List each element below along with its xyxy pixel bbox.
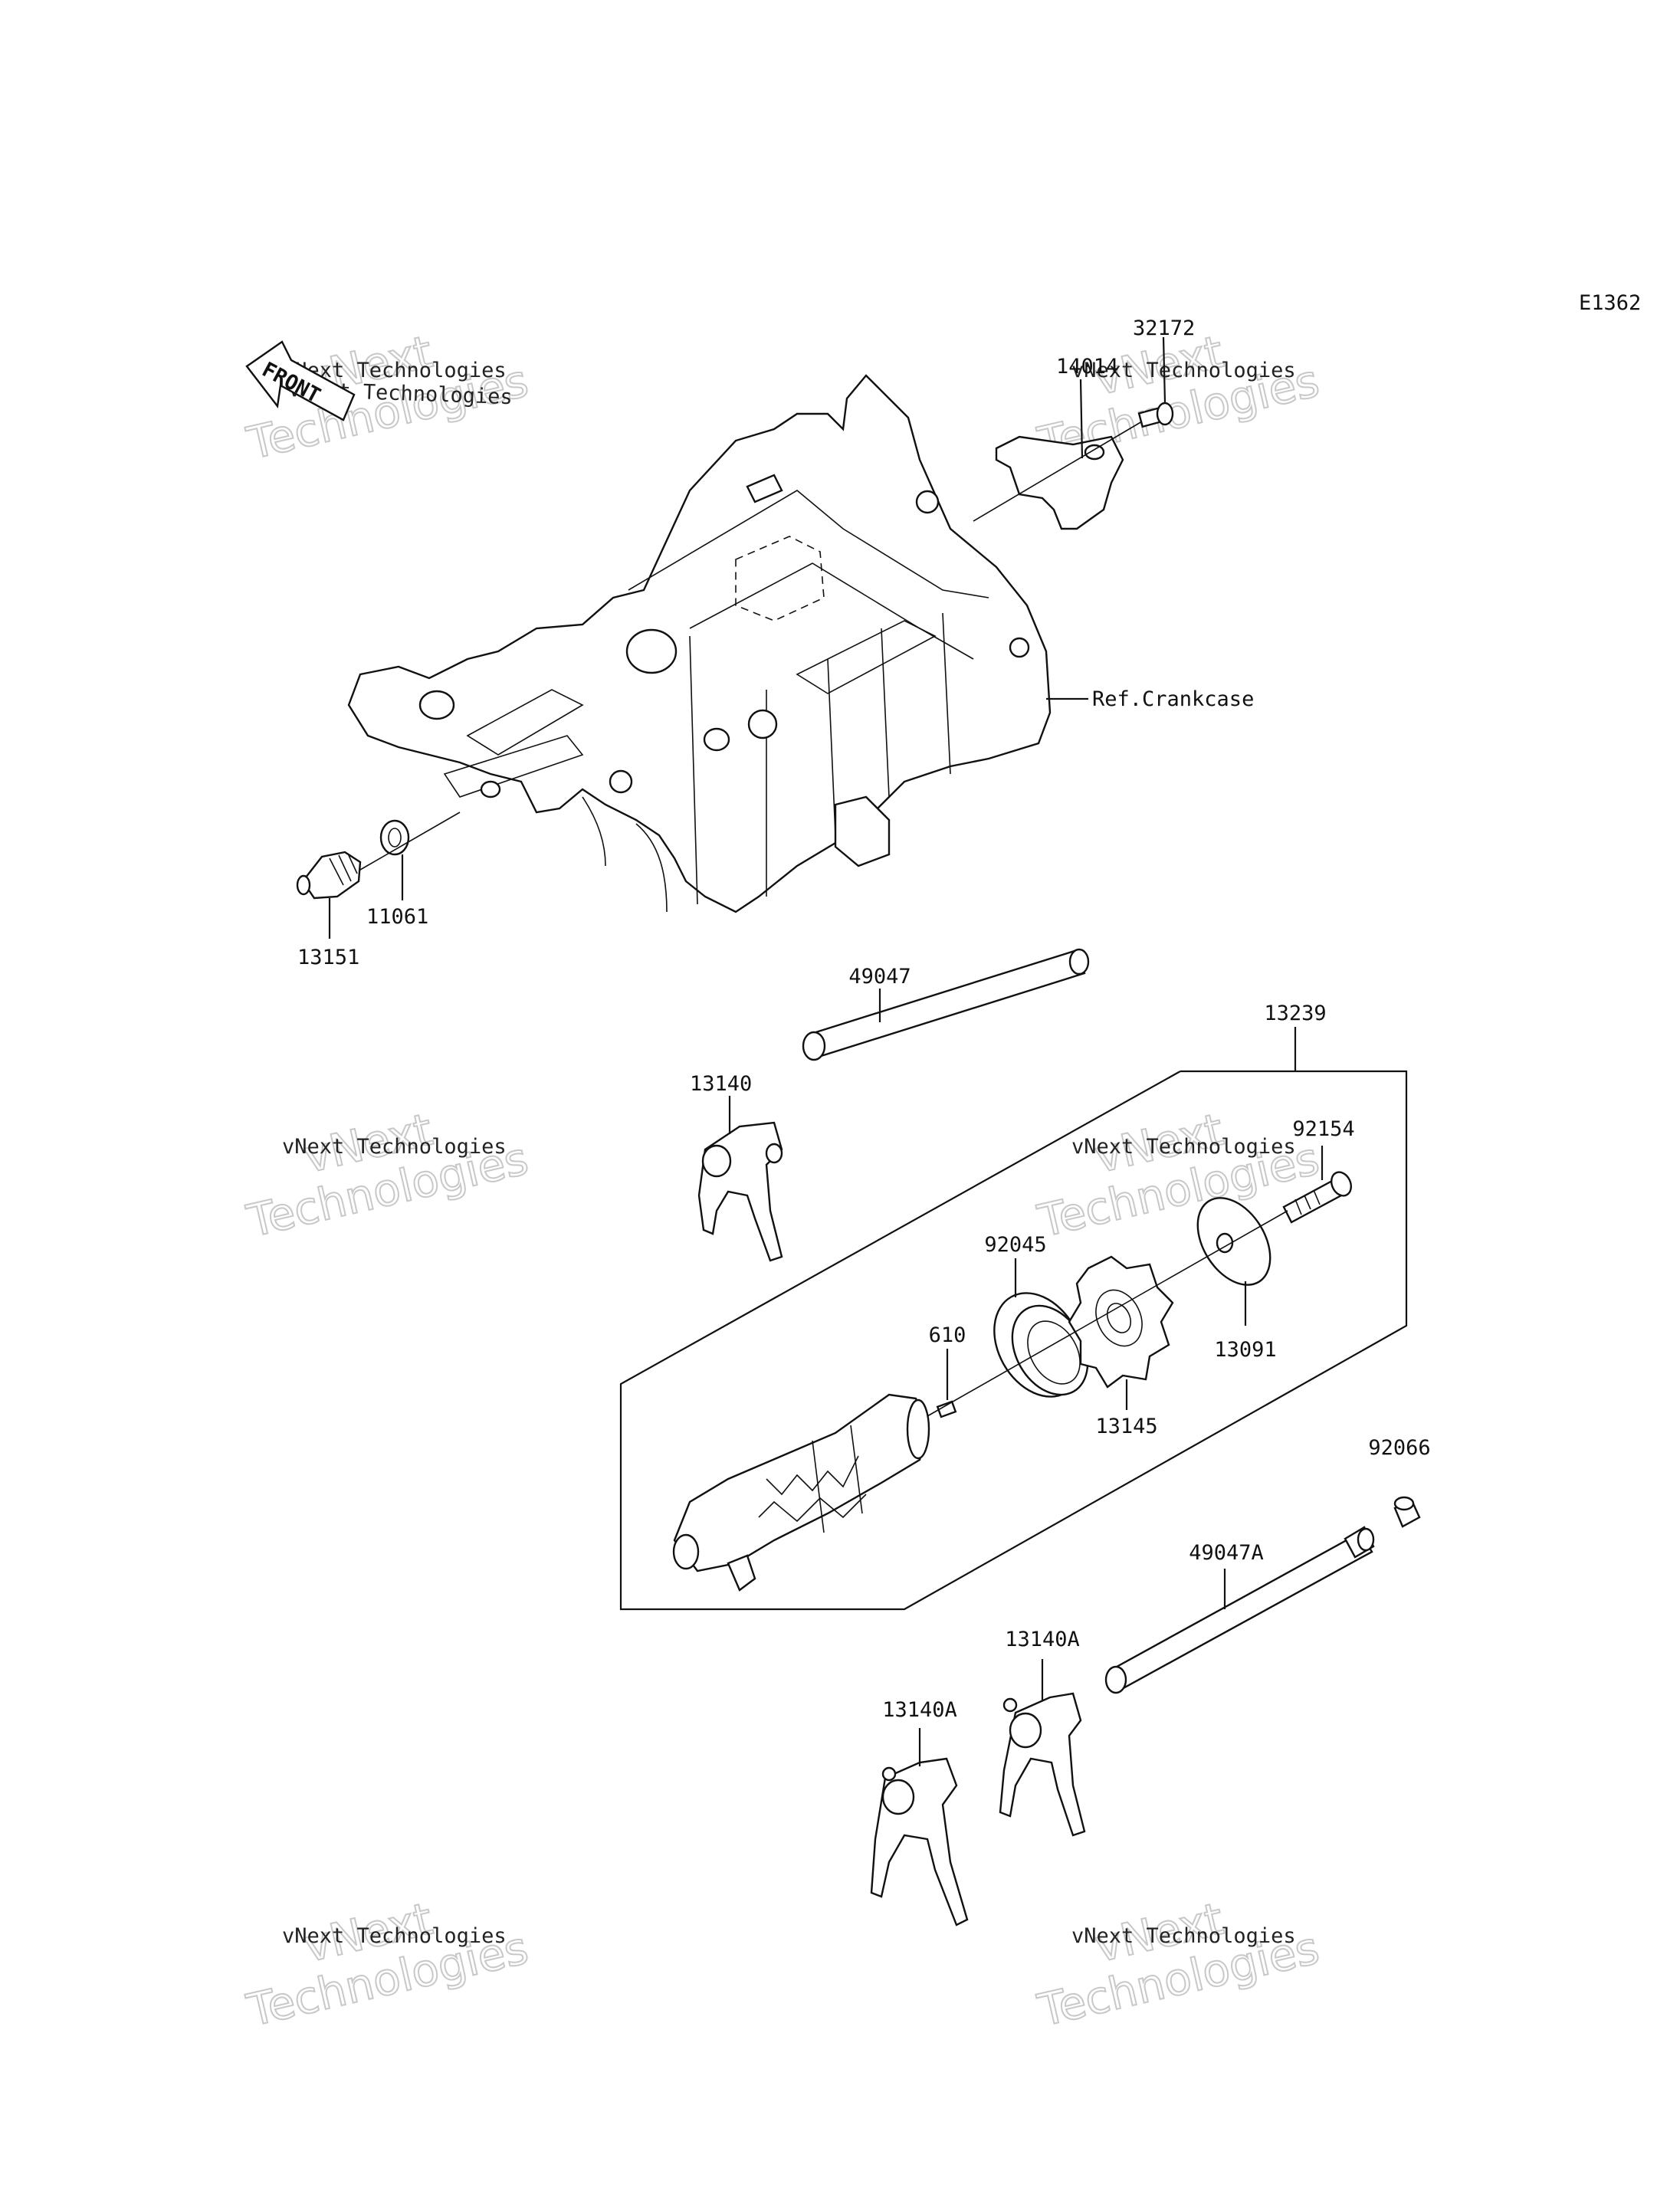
part-label-13151: 13151 xyxy=(297,946,359,969)
watermark-caption: vNext Technologies xyxy=(282,1924,507,1948)
part-shift-drum xyxy=(672,1393,930,1592)
part-92066-cap xyxy=(1393,1496,1421,1528)
watermark-mid-left: vNext Technologies xyxy=(241,1103,533,1248)
part-label-13145: 13145 xyxy=(1095,1415,1157,1438)
part-13140-shift-fork xyxy=(697,1121,783,1262)
assembly-line xyxy=(359,812,461,871)
part-13151-switch xyxy=(296,851,362,900)
diagram-code: E1362 xyxy=(1579,291,1641,315)
part-label-13140a-right: 13140A xyxy=(1005,1628,1080,1651)
part-label-13239: 13239 xyxy=(1264,1002,1326,1025)
part-label-13140a-left: 13140A xyxy=(882,1698,957,1722)
part-label-32172: 32172 xyxy=(1133,316,1195,340)
part-49047a-shaft xyxy=(1104,1526,1375,1694)
part-label-11061: 11061 xyxy=(366,905,428,929)
part-14014-plate xyxy=(995,435,1124,530)
watermark-caption: vNext Technologies xyxy=(282,1135,507,1159)
watermark-caption: vNext Technologies xyxy=(1071,359,1296,382)
part-label-49047: 49047 xyxy=(848,965,911,989)
part-13140a-shift-fork-left xyxy=(870,1757,969,1926)
part-92045-bearing xyxy=(993,1292,1089,1398)
part-label-13091: 13091 xyxy=(1214,1338,1276,1362)
part-label-49047a: 49047A xyxy=(1189,1541,1264,1565)
watermark-bottom-right: vNext Technologies xyxy=(1032,1892,1324,2038)
part-label-13140: 13140 xyxy=(690,1072,752,1096)
part-92154-bolt xyxy=(1282,1171,1353,1224)
crankcase-illustration xyxy=(347,374,1052,913)
reference-label: Ref.Crankcase xyxy=(1092,687,1254,711)
part-label-92154: 92154 xyxy=(1292,1117,1354,1141)
part-49047-shaft xyxy=(802,948,1090,1061)
part-label-92045: 92045 xyxy=(984,1233,1046,1257)
watermark-caption: vNext Technologies xyxy=(1071,1135,1296,1159)
leader-line xyxy=(1079,379,1084,459)
leader-line xyxy=(1162,336,1166,404)
part-label-14014: 14014 xyxy=(1056,355,1118,379)
drum-assembly-frame xyxy=(619,1070,1408,1611)
part-13140a-shift-fork-right xyxy=(999,1692,1086,1837)
watermark-mid-right: vNext Technologies xyxy=(1032,1103,1324,1248)
watermark-bottom-left: vNext Technologies xyxy=(241,1892,533,2038)
watermark-caption: vNext Technologies xyxy=(1071,1924,1296,1948)
part-610-pin xyxy=(936,1400,957,1418)
part-label-610: 610 xyxy=(929,1323,966,1347)
part-label-92066: 92066 xyxy=(1368,1436,1430,1460)
part-32172-bolt xyxy=(1137,402,1174,428)
assembly-line xyxy=(973,421,1143,522)
assembly-line xyxy=(927,1210,1288,1417)
part-13145-holder xyxy=(1068,1255,1174,1389)
